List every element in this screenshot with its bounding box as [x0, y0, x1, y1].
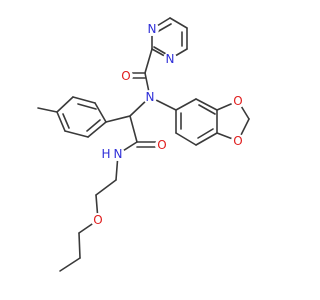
atom-label: O: [121, 69, 130, 83]
bond: [197, 128, 214, 139]
atom-label: H: [101, 147, 110, 161]
atom-ether-o: O: [91, 213, 105, 227]
atom-dioxole-o1: O: [231, 94, 245, 108]
bond: [37, 107, 58, 113]
bond: [86, 119, 101, 132]
atom-label: N: [146, 90, 155, 104]
atom-label: N: [166, 52, 175, 66]
bond: [198, 104, 216, 115]
bond: [78, 232, 81, 259]
atom-label: N: [148, 22, 157, 36]
bond: [94, 102, 107, 123]
bond: [56, 111, 66, 132]
atom-pz-n1: N: [145, 22, 159, 36]
bond: [169, 17, 188, 29]
bond: [72, 96, 96, 104]
bond: [87, 121, 107, 138]
bond: [59, 257, 81, 272]
bond: [156, 23, 172, 33]
bond: [195, 98, 218, 111]
atom-carbonyl-o1: O: [119, 69, 133, 83]
atom-label: O: [233, 94, 242, 108]
atom-label: O: [157, 138, 166, 152]
molecule-structure: N N O N O N H O O: [37, 17, 250, 272]
atom-layer: N N O N O N H O O: [91, 22, 245, 227]
atom-carbonyl-o2: O: [155, 138, 169, 152]
bond: [95, 179, 117, 196]
bond: [62, 113, 70, 129]
bond: [144, 48, 153, 74]
atom-label: O: [93, 213, 102, 227]
bond: [175, 132, 197, 146]
atom-label: O: [233, 134, 242, 148]
bond-layer: [37, 17, 250, 272]
bond: [56, 96, 74, 113]
bond: [153, 46, 167, 55]
bond: [105, 115, 131, 123]
bond: [77, 103, 97, 110]
bond: [129, 115, 138, 143]
bond: [195, 132, 218, 146]
bond: [175, 98, 197, 111]
bond: [64, 130, 89, 138]
atom-label: N: [114, 147, 123, 161]
atom-pz-n2: N: [163, 52, 177, 66]
atom-amide-nh: N H: [100, 147, 125, 161]
atom-amide-n1: N: [143, 90, 157, 104]
atom-dioxole-o2: O: [231, 134, 245, 148]
